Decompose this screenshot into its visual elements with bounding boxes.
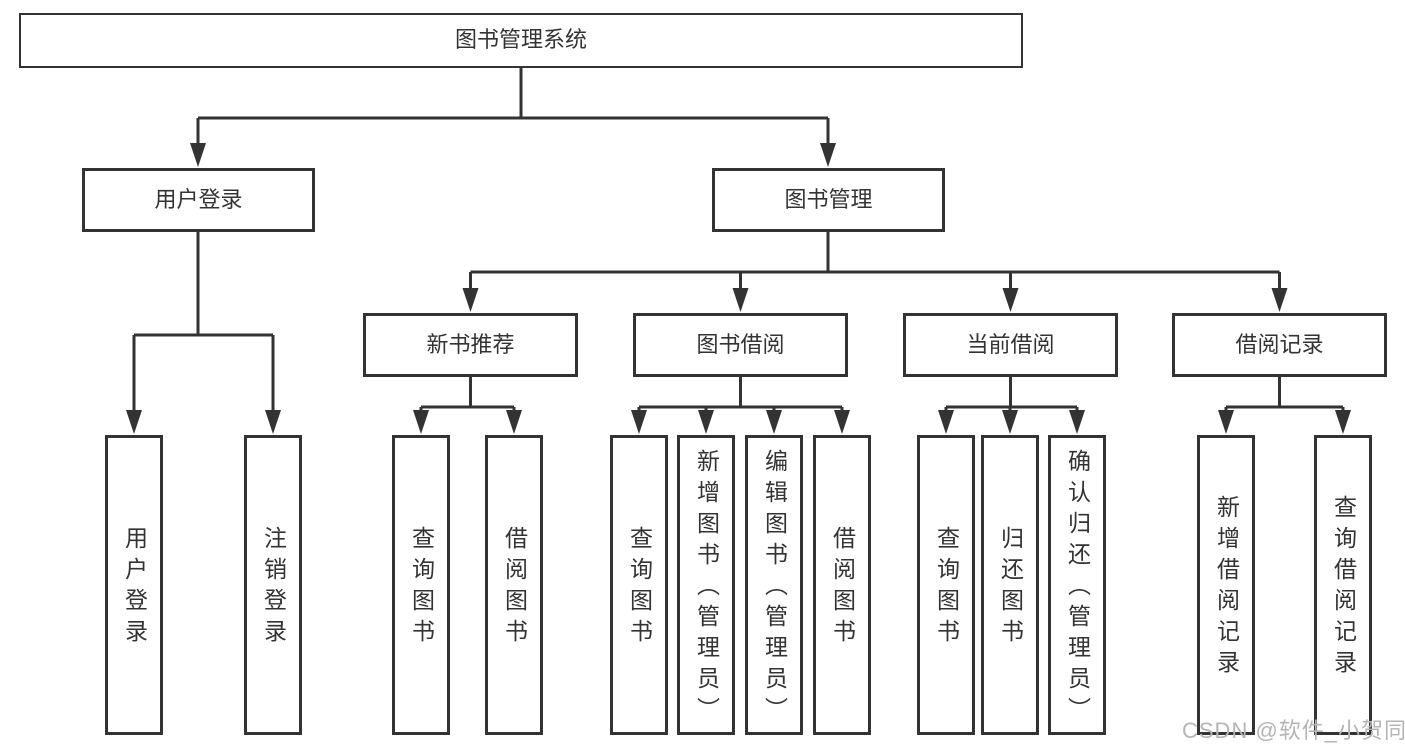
connector-book-borrow-branch [631, 377, 850, 434]
leaf-return-books: 归还图书 [981, 435, 1039, 735]
connector-borrow-records-branch [1218, 377, 1351, 434]
leaf-confirm-return-admin: 确认归还（管理员） [1048, 435, 1106, 735]
node-current-borrowing: 当前借阅 [903, 313, 1118, 377]
connector-root-to-level2 [190, 68, 836, 167]
leaf-logout: 注销登录 [244, 435, 302, 735]
connector-book-management-branch [462, 232, 1288, 312]
node-book-borrowing: 图书借阅 [633, 313, 848, 377]
node-library-system: 图书管理系统 [19, 13, 1023, 68]
node-user-login-branch: 用户登录 [82, 168, 315, 232]
leaf-add-books-admin: 新增图书（管理员） [677, 435, 735, 735]
leaf-user-login: 用户登录 [105, 435, 163, 735]
leaf-borrow-books-recommend: 借阅图书 [485, 435, 543, 735]
node-book-management: 图书管理 [712, 168, 945, 232]
leaf-query-borrow-record: 查询借阅记录 [1314, 435, 1372, 735]
leaf-add-borrow-record: 新增借阅记录 [1197, 435, 1255, 735]
connector-user-login-branch [126, 232, 281, 434]
connector-new-book-branch [413, 377, 522, 434]
node-borrow-records: 借阅记录 [1172, 313, 1387, 377]
leaf-edit-books-admin: 编辑图书（管理员） [745, 435, 803, 735]
leaf-borrow-books: 借阅图书 [813, 435, 871, 735]
leaf-query-books-recommend: 查询图书 [392, 435, 450, 735]
node-new-book-recommend: 新书推荐 [363, 313, 578, 377]
connector-current-borrow-branch [938, 377, 1085, 434]
leaf-query-books-borrow: 查询图书 [610, 435, 668, 735]
watermark: CSDN @软件_小贺同学 [1182, 718, 1405, 743]
leaf-query-books-current: 查询图书 [917, 435, 975, 735]
